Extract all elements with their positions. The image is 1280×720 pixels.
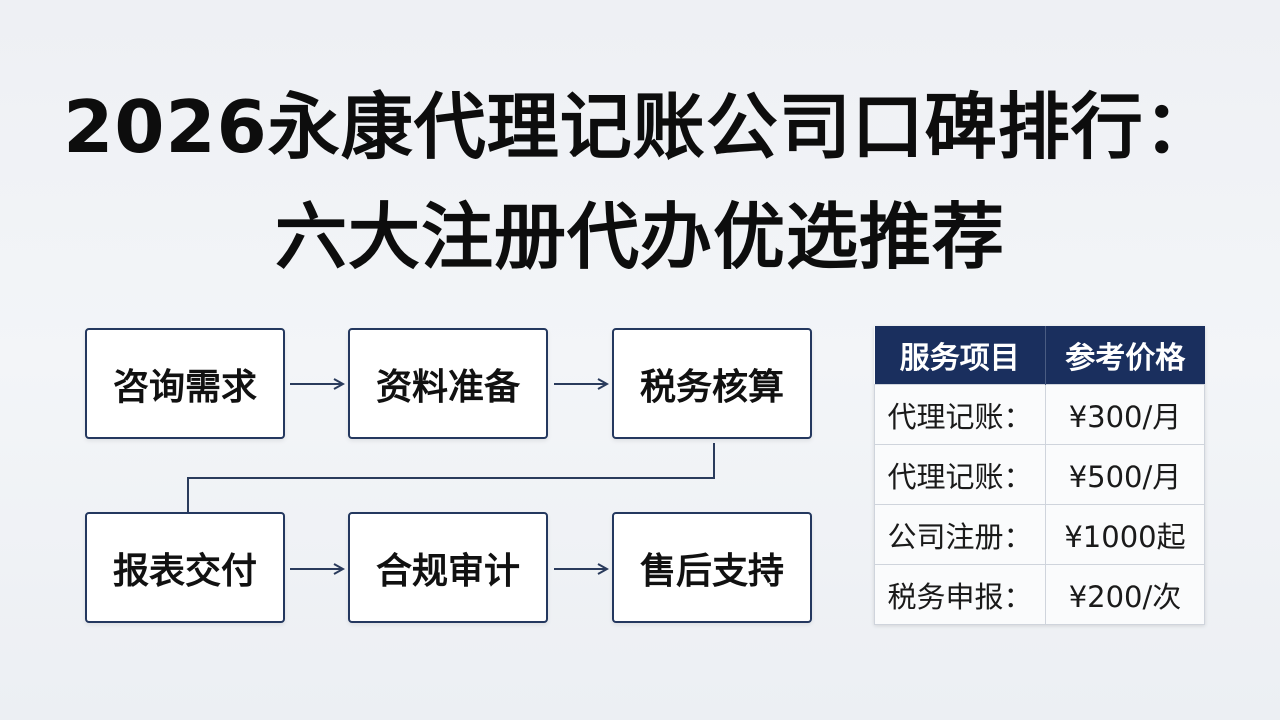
table-row: 代理记账： ¥500/月 [874,444,1205,505]
flow-step-after-sales: 售后支持 [612,512,812,623]
flow-step-consult: 咨询需求 [85,328,285,439]
flow-step-compliance-audit: 合规审计 [348,512,548,623]
price-table-service-cell: 公司注册： [874,504,1046,565]
price-table: 服务项目 参考价格 代理记账： ¥300/月 代理记账： ¥500/月 公司注册… [874,326,1205,625]
price-table-header-price: 参考价格 [1045,326,1205,385]
table-row: 公司注册： ¥1000起 [874,504,1205,565]
connector-step3-to-step4 [187,443,715,512]
price-table-service-cell: 代理记账： [874,384,1046,445]
page-title-line1: 2026永康代理记账公司口碑排行： [63,85,1217,169]
price-table-header-service: 服务项目 [874,326,1046,385]
price-table-price-cell: ¥500/月 [1045,444,1205,505]
flow-step-report-delivery: 报表交付 [85,512,285,623]
table-row: 代理记账： ¥300/月 [874,384,1205,445]
price-table-price-cell: ¥200/次 [1045,564,1205,625]
flow-step-prepare-docs: 资料准备 [348,328,548,439]
price-table-service-cell: 税务申报： [874,564,1046,625]
table-row: 税务申报： ¥200/次 [874,564,1205,625]
price-table-price-cell: ¥300/月 [1045,384,1205,445]
price-table-price-cell: ¥1000起 [1045,504,1205,565]
page-title-line2: 六大注册代办优选推荐 [274,195,1005,279]
flow-step-tax-accounting: 税务核算 [612,328,812,439]
price-table-service-cell: 代理记账： [874,444,1046,505]
price-table-header-row: 服务项目 参考价格 [874,326,1205,385]
